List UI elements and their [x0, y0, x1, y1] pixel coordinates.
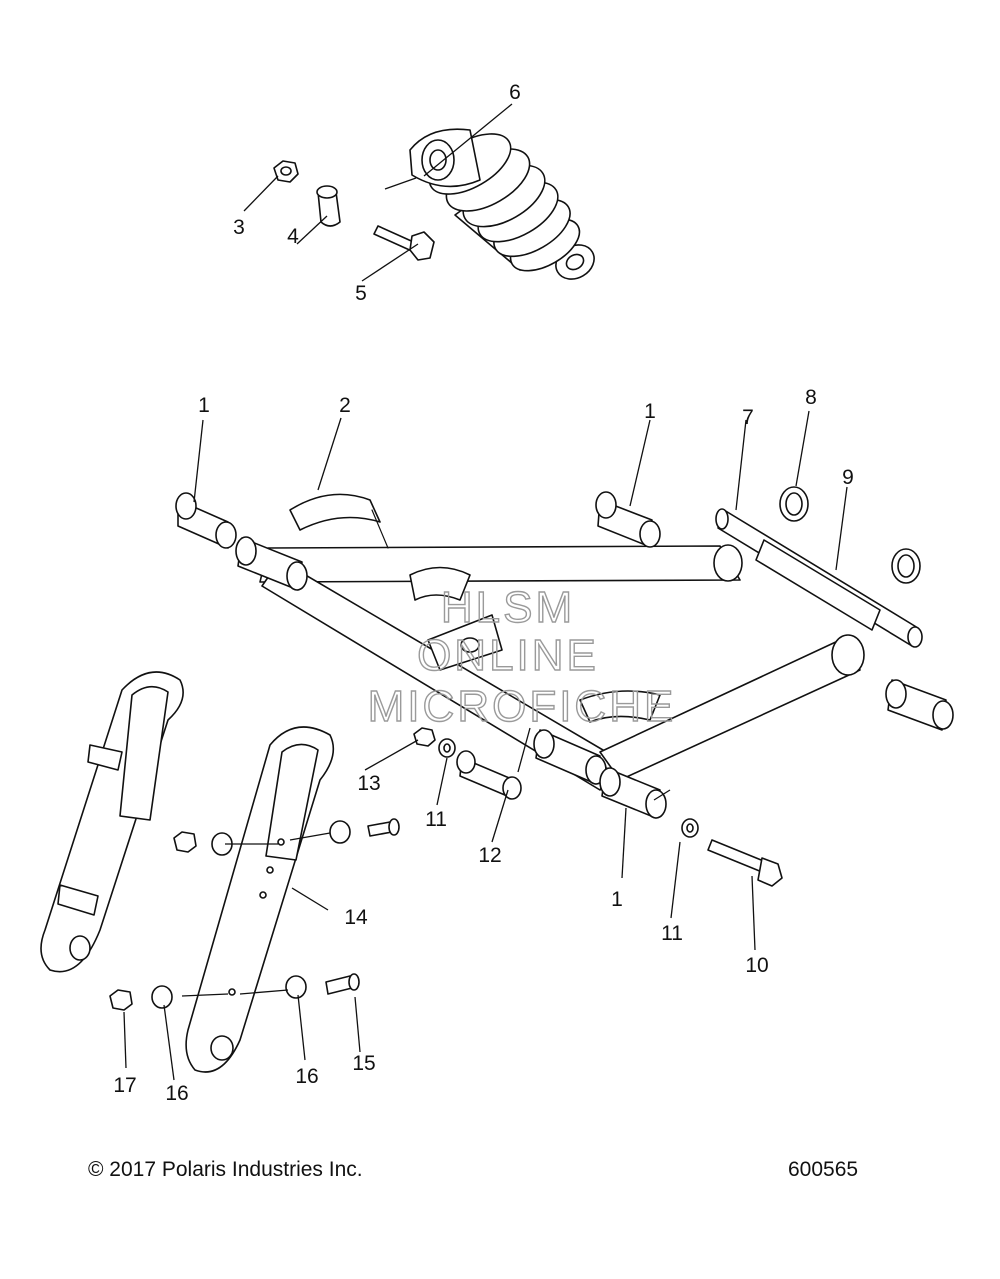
- flange-nut-13: [413, 727, 436, 747]
- callouts: 1 2 3 4 5 6 7 8 9 10 11 12 13 14 15 16 1…: [113, 81, 854, 1105]
- watermark-line-1: HLSM: [441, 583, 575, 632]
- washer-11: [438, 738, 699, 838]
- link-left: [40, 671, 184, 973]
- flange-nut-17: [109, 989, 133, 1011]
- flange-nut-3: [273, 160, 299, 183]
- bolt-5: [373, 225, 435, 261]
- spacer-12: [456, 750, 522, 800]
- bushing-1-top-right: [595, 491, 661, 548]
- bushing-1-right: [885, 679, 954, 731]
- callout-12: 12: [478, 844, 501, 867]
- drawing-number: 600565: [788, 1158, 859, 1181]
- callout-13: 13: [357, 772, 380, 795]
- watermark-line-3: MICROFICHE: [368, 682, 677, 731]
- callout-7: 7: [742, 406, 754, 429]
- flange-nut-17-upper: [173, 831, 197, 853]
- copyright-notice: © 2017 Polaris Industries Inc.: [88, 1158, 363, 1181]
- callout-11-right: 11: [661, 922, 683, 945]
- bolt-10: [707, 839, 783, 887]
- callout-2: 2: [339, 394, 351, 417]
- callout-5: 5: [355, 282, 367, 305]
- callout-1-bottom: 1: [611, 888, 623, 911]
- callout-17: 17: [113, 1074, 136, 1097]
- bolt-15: [325, 818, 400, 995]
- pivot-shaft-7: [715, 508, 923, 648]
- callout-9: 9: [842, 466, 854, 489]
- bushing-1-top-left: [175, 492, 237, 549]
- watermark: HLSM ONLINE MICROFICHE: [367, 582, 677, 731]
- callout-1-top-right: 1: [644, 400, 656, 423]
- callout-6: 6: [509, 81, 521, 104]
- callout-16-right: 16: [295, 1065, 318, 1088]
- callout-11: 11: [425, 808, 447, 831]
- bushing-1-bottom: [599, 767, 667, 819]
- spacer-4: [316, 185, 341, 227]
- link-14: [185, 726, 335, 1073]
- washer-8: [779, 486, 921, 584]
- a-arm: [259, 493, 865, 791]
- callout-10: 10: [745, 954, 768, 977]
- bushing-1-left-arm: [235, 536, 308, 591]
- leader-lines: [123, 103, 848, 1081]
- callout-16: 16: [165, 1082, 188, 1105]
- callout-15: 15: [352, 1052, 375, 1075]
- callout-1: 1: [198, 394, 210, 417]
- callout-3: 3: [233, 216, 245, 239]
- watermark-line-2: ONLINE: [417, 631, 599, 680]
- callout-8: 8: [805, 386, 817, 409]
- callout-4: 4: [287, 225, 299, 248]
- shock-absorber: [409, 128, 595, 280]
- callout-14: 14: [344, 906, 368, 929]
